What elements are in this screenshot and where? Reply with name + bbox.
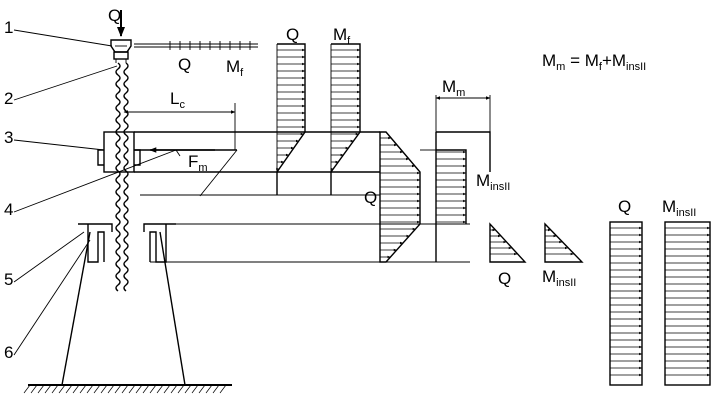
diagram-q-mf-arrows: [276, 48, 361, 171]
ground-hatch-line: [65, 384, 73, 394]
ground-hatch-line: [51, 384, 59, 394]
rod-load-diagram: [134, 41, 258, 50]
diagram-base-arrows: [610, 226, 711, 377]
callout-5: 5: [4, 270, 13, 289]
diagram-q-mf: [276, 43, 361, 195]
ground-hatch-line: [205, 384, 213, 394]
callout-4: 4: [4, 200, 13, 219]
label-mf-diagram1: Mf: [333, 25, 351, 47]
support-tower: [61, 231, 186, 386]
ground-hatch-line: [72, 384, 80, 394]
callout-1: 1: [4, 18, 13, 37]
ground-hatch-line: [142, 384, 150, 394]
label-fm: Fm: [188, 152, 208, 174]
ground-hatch-line: [30, 384, 38, 394]
ground-hatch-line: [156, 384, 164, 394]
lc-dimension: [123, 103, 238, 197]
ground-hatch-line: [107, 384, 115, 394]
ground-hatch-line: [170, 384, 178, 394]
label-lc: Lc: [170, 89, 185, 111]
label-q-diagram1: Q: [286, 25, 299, 44]
ground-hatch-line: [79, 384, 87, 394]
label-q-rod: Q: [178, 55, 191, 74]
label-q-top: Q: [108, 6, 121, 25]
ground: [23, 384, 232, 394]
ground-hatch-line: [93, 384, 101, 394]
label-q-diagram4: Q: [618, 197, 631, 216]
ground-hatching: [23, 384, 227, 394]
fm-force-arrow: [149, 147, 215, 157]
ground-hatch-line: [86, 384, 94, 394]
label-mins-diagram4: MinsII: [662, 197, 696, 219]
label-mins-diagram3: MinsII: [542, 267, 576, 289]
ground-hatch-line: [219, 384, 227, 394]
diagram-mm-arrows: [380, 136, 467, 259]
callout-6: 6: [4, 343, 13, 362]
formula-mm: Mm = Mf+MinsII: [542, 51, 646, 73]
ground-hatch-line: [37, 384, 45, 394]
label-mm: Mm: [442, 77, 465, 99]
ground-hatch-line: [100, 384, 108, 394]
diagram-triangles: [489, 222, 584, 263]
diagram-base: [609, 221, 711, 386]
ground-hatch-line: [58, 384, 66, 394]
ground-hatch-line: [121, 384, 129, 394]
label-mf-rod: Mf: [226, 57, 244, 79]
ground-hatch-line: [44, 384, 52, 394]
ground-hatch-line: [191, 384, 199, 394]
ground-hatch-line: [23, 384, 31, 394]
callout-leaders: [13, 29, 177, 356]
suspension-rod: [115, 62, 129, 292]
ground-hatch-line: [135, 384, 143, 394]
extension-lines: [134, 43, 470, 263]
ground-hatch-line: [212, 384, 220, 394]
ground-hatch-line: [128, 384, 136, 394]
diagram-triangle-arrows: [490, 228, 574, 256]
ground-hatch-line: [114, 384, 122, 394]
ground-hatch-line: [163, 384, 171, 394]
diagram-mm: [379, 95, 491, 263]
sleeve: [134, 131, 380, 196]
ground-hatch-line: [149, 384, 157, 394]
label-q-diagram2: Q: [364, 188, 377, 207]
ground-hatch-line: [198, 384, 206, 394]
label-mins-diagram2: MinsII: [476, 171, 510, 193]
ground-hatch-line: [177, 384, 185, 394]
ground-hatch-line: [184, 384, 192, 394]
callout-2: 2: [4, 89, 13, 108]
callout-3: 3: [4, 128, 13, 147]
label-q-diagram3: Q: [498, 269, 511, 288]
